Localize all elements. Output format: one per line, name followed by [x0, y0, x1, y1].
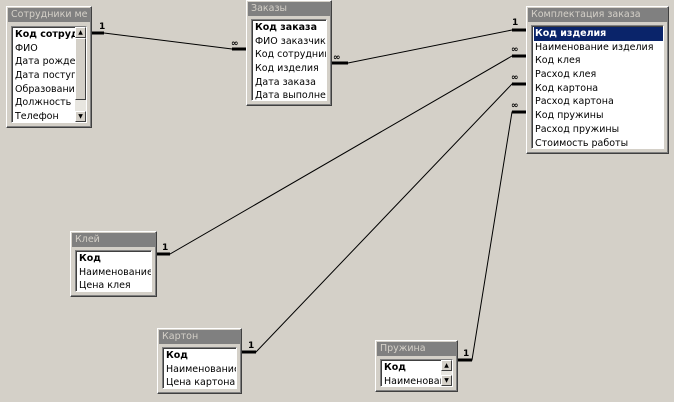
- field-item[interactable]: Код: [166, 350, 188, 361]
- field-item[interactable]: Код картона: [535, 82, 599, 94]
- relation-one-label: 1: [162, 243, 168, 253]
- relation-many-label: ∞: [333, 53, 341, 63]
- relation-cardboard-assembly[interactable]: 1 ∞: [240, 73, 528, 354]
- scroll-up-arrow-icon[interactable]: ▲: [75, 27, 86, 38]
- relation-many-label: ∞: [511, 73, 519, 83]
- table-title[interactable]: Пружина: [377, 342, 456, 356]
- field-item[interactable]: Наименование к: [166, 363, 236, 375]
- field-list[interactable]: Код изделия Наименование изделия Код кле…: [531, 25, 664, 149]
- table-employees[interactable]: Сотрудники ме Код сотрудни ФИО Дата рожд…: [6, 6, 92, 128]
- field-item[interactable]: Код изделия: [255, 63, 319, 75]
- scroll-down-arrow-icon[interactable]: ▼: [441, 375, 452, 386]
- field-item[interactable]: ФИО: [15, 42, 38, 54]
- field-item[interactable]: Код: [79, 253, 101, 264]
- field-item[interactable]: Код заказа: [255, 22, 317, 33]
- table-title[interactable]: Клей: [72, 233, 155, 247]
- scroll-thumb[interactable]: [75, 38, 86, 100]
- field-item[interactable]: Наименовани: [384, 375, 441, 387]
- field-item[interactable]: ФИО заказчика: [255, 35, 326, 47]
- vertical-scrollbar[interactable]: ▲ ▼: [441, 360, 452, 386]
- field-list[interactable]: Код Наименовани ▲ ▼: [380, 359, 453, 387]
- table-assembly[interactable]: Комплектация заказа Код изделия Наименов…: [526, 6, 669, 154]
- field-item[interactable]: Должность: [15, 97, 72, 109]
- field-list[interactable]: Код Наименование к Цена картона: [162, 347, 237, 389]
- field-list[interactable]: Код сотрудни ФИО Дата рожден Дата поступ…: [11, 26, 87, 123]
- field-item[interactable]: Стоимость работы: [535, 137, 629, 149]
- field-item[interactable]: Код клея: [535, 55, 581, 67]
- vertical-scrollbar[interactable]: ▲ ▼: [75, 27, 86, 122]
- table-glue[interactable]: Клей Код Наименование к Цена клея: [70, 231, 157, 297]
- field-item[interactable]: Цена клея: [79, 280, 131, 292]
- field-item[interactable]: Дата поступл: [15, 70, 75, 82]
- field-item[interactable]: Код сотрудни: [15, 29, 75, 40]
- field-list[interactable]: Код заказа ФИО заказчика Код сотрудника …: [251, 19, 327, 101]
- field-item[interactable]: Расход клея: [535, 69, 597, 81]
- field-item[interactable]: Расход пружины: [535, 123, 620, 135]
- field-item[interactable]: Расход картона: [535, 96, 614, 108]
- field-item[interactable]: Дата заказа: [255, 76, 316, 88]
- relation-one-label: 1: [99, 22, 105, 32]
- relation-spring-assembly[interactable]: 1 ∞: [456, 101, 528, 362]
- table-title[interactable]: Заказы: [248, 2, 330, 16]
- relation-glue-assembly[interactable]: 1 ∞: [155, 45, 528, 256]
- table-title[interactable]: Картон: [159, 330, 240, 344]
- field-item-selected[interactable]: Код изделия: [534, 27, 663, 41]
- relation-many-label: ∞: [511, 45, 519, 55]
- field-item[interactable]: Код пружины: [535, 110, 604, 122]
- field-item[interactable]: Код сотрудника: [255, 49, 326, 61]
- relation-many-label: ∞: [231, 39, 239, 49]
- table-cardboard[interactable]: Картон Код Наименование к Цена картона: [157, 328, 242, 394]
- field-item[interactable]: Код: [384, 362, 406, 373]
- field-item[interactable]: Телефон: [15, 111, 59, 123]
- table-title[interactable]: Комплектация заказа: [528, 8, 667, 22]
- table-orders[interactable]: Заказы Код заказа ФИО заказчика Код сотр…: [246, 0, 332, 106]
- field-item[interactable]: Наименование к: [79, 266, 151, 278]
- table-title[interactable]: Сотрудники ме: [8, 8, 90, 22]
- scroll-up-arrow-icon[interactable]: ▲: [441, 360, 452, 371]
- relation-orders-assembly[interactable]: 1 ∞: [330, 18, 528, 65]
- field-list[interactable]: Код Наименование к Цена клея: [75, 250, 152, 292]
- relation-many-label: ∞: [511, 101, 519, 111]
- field-item[interactable]: Цена картона: [166, 377, 236, 389]
- relation-employees-orders[interactable]: 1 ∞: [90, 22, 248, 51]
- field-item[interactable]: Образование: [15, 83, 75, 95]
- field-item[interactable]: Дата рожден: [15, 56, 75, 68]
- field-item[interactable]: Наименование изделия: [535, 41, 654, 53]
- relation-one-label: 1: [248, 341, 254, 351]
- relation-one-label: 1: [463, 349, 469, 359]
- scroll-down-arrow-icon[interactable]: ▼: [75, 111, 86, 122]
- table-spring[interactable]: Пружина Код Наименовани ▲ ▼: [375, 340, 458, 392]
- relation-one-label: 1: [512, 18, 518, 28]
- field-item[interactable]: Дата выполнени: [255, 90, 326, 101]
